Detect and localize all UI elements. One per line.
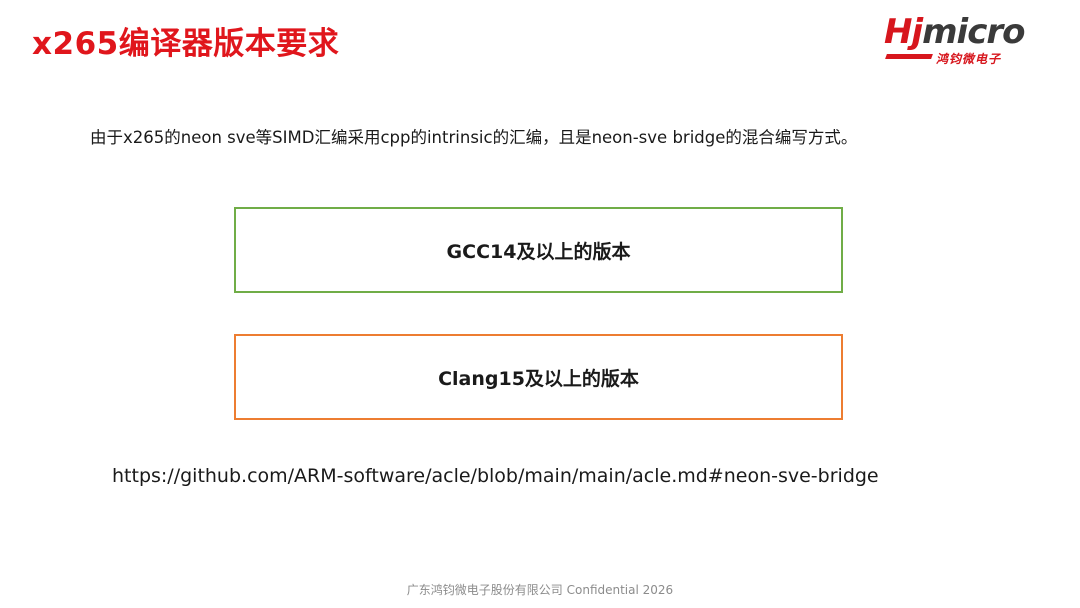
clang-version-label: Clang15及以上的版本 (438, 367, 639, 390)
footer-confidential: 广东鸿钧微电子股份有限公司 Confidential 2026 (406, 583, 674, 597)
gcc-version-box: GCC14及以上的版本 (234, 207, 843, 293)
clang-version-box: Clang15及以上的版本 (234, 334, 843, 420)
reference-link[interactable]: https://github.com/ARM-software/acle/blo… (112, 465, 879, 487)
company-logo: Hjmicro 鸿钧微电子 (884, 10, 1064, 68)
gcc-version-label: GCC14及以上的版本 (446, 240, 631, 263)
logo-wordmark: Hjmicro (884, 10, 1025, 54)
logo-wordmark-micro: micro (922, 12, 1025, 52)
slide-title: x265编译器版本要求 (32, 26, 340, 62)
logo-subtitle: 鸿钧微电子 (936, 52, 1002, 66)
intro-text: 由于x265的neon sve等SIMD汇编采用cpp的intrinsic的汇编… (90, 128, 858, 147)
logo-underline-bar (885, 54, 933, 59)
logo-wordmark-hj: Hj (884, 12, 923, 52)
